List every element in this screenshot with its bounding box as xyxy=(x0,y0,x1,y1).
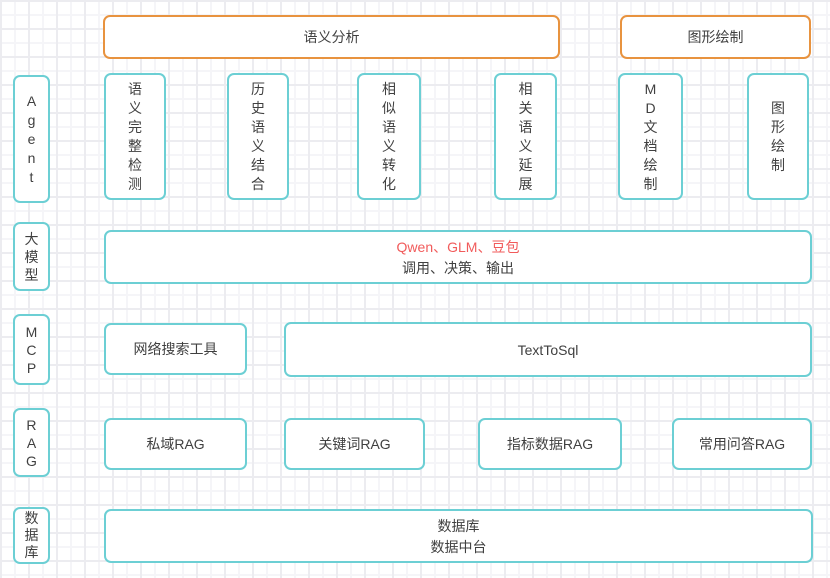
node-graphic-drawing[interactable]: 图形绘制 xyxy=(747,73,809,200)
node-database-line2: 数据中台 xyxy=(430,538,487,555)
header-graphic-drawing[interactable]: 图形绘制 xyxy=(620,15,811,59)
node-history-semantic-combination[interactable]: 历史语义结合 xyxy=(227,73,289,200)
node-metric-data-rag-label: 指标数据RAG xyxy=(506,436,594,452)
node-llm[interactable]: Qwen、GLM、豆包 调用、决策、输出 xyxy=(104,230,812,284)
node-similar-semantic-conversion[interactable]: 相似语义转化 xyxy=(357,73,421,200)
node-graphic-drawing-label: 图形绘制 xyxy=(771,99,785,173)
node-keyword-rag[interactable]: 关键词RAG xyxy=(284,418,425,470)
node-text-to-sql[interactable]: TextToSql xyxy=(284,322,812,377)
node-related-semantic-extension[interactable]: 相关语义延展 xyxy=(494,73,557,200)
node-keyword-rag-label: 关键词RAG xyxy=(318,436,391,452)
node-faq-rag-label: 常用问答RAG xyxy=(698,436,786,452)
node-text-to-sql-label: TextToSql xyxy=(517,341,579,358)
node-semantic-completeness-check-label: 语义完整检测 xyxy=(128,80,142,192)
node-web-search-tool-label: 网络搜索工具 xyxy=(133,341,218,357)
node-related-semantic-extension-label: 相关语义延展 xyxy=(518,80,533,192)
node-metric-data-rag[interactable]: 指标数据RAG xyxy=(478,418,622,470)
node-private-domain-rag[interactable]: 私域RAG xyxy=(104,418,247,470)
node-database-line1: 数据库 xyxy=(437,517,480,534)
row-label-database-text: 数据库 xyxy=(24,510,39,560)
node-database[interactable]: 数据库 数据中台 xyxy=(104,509,813,563)
node-semantic-completeness-check[interactable]: 语义完整检测 xyxy=(104,73,166,200)
node-llm-models: Qwen、GLM、豆包 xyxy=(396,238,520,255)
node-web-search-tool[interactable]: 网络搜索工具 xyxy=(104,323,247,375)
header-graphic-drawing-label: 图形绘制 xyxy=(687,29,744,45)
header-semantic-analysis-label: 语义分析 xyxy=(303,29,360,45)
row-label-database[interactable]: 数据库 xyxy=(13,507,50,564)
node-faq-rag[interactable]: 常用问答RAG xyxy=(672,418,812,470)
node-database-content: 数据库 数据中台 xyxy=(431,517,487,556)
row-label-llm[interactable]: 大模型 xyxy=(13,222,50,291)
row-label-llm-text: 大模型 xyxy=(24,230,39,283)
node-history-semantic-combination-label: 历史语义结合 xyxy=(251,80,265,192)
header-semantic-analysis[interactable]: 语义分析 xyxy=(103,15,560,59)
node-similar-semantic-conversion-label: 相似语义转化 xyxy=(382,80,396,192)
node-llm-actions: 调用、决策、输出 xyxy=(401,259,514,276)
node-llm-content: Qwen、GLM、豆包 调用、决策、输出 xyxy=(397,238,520,277)
node-private-domain-rag-label: 私域RAG xyxy=(146,436,205,452)
